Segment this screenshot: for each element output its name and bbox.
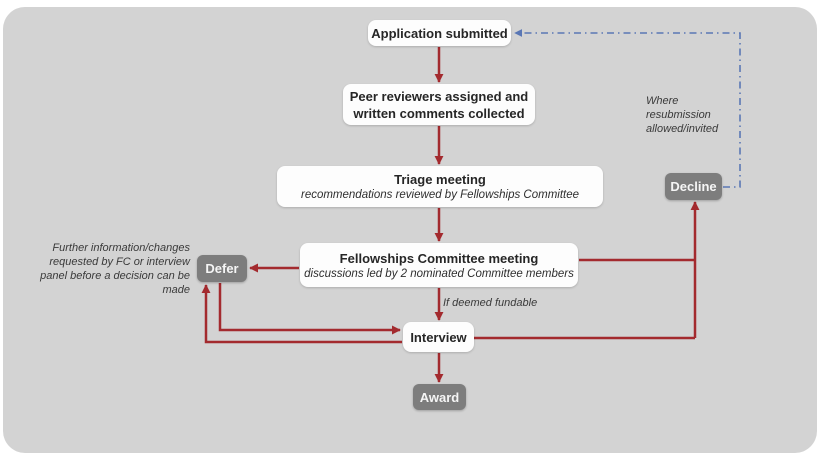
node-subtitle: recommendations reviewed by Fellowships … [300,189,580,201]
node-award: Award [413,384,466,410]
annotation-resubmission-note: Where resubmission allowed/invited [646,95,719,135]
node-title: Triage meeting [394,172,486,187]
node-interview: Interview [403,322,474,352]
node-label: Defer [205,261,239,276]
node-title: Fellowships Committee meeting [339,250,539,266]
node-label: Interview [410,329,467,345]
diagram-panel [3,7,817,453]
node-label: Peer reviewers assigned and written comm… [349,88,529,121]
node-peer-reviewers: Peer reviewers assigned and written comm… [343,84,535,125]
node-application-submitted: Application submitted [368,20,511,46]
node-label: Application submitted [371,25,508,41]
node-label: Award [419,389,460,405]
node-defer: Defer [197,255,247,282]
node-fellowships-committee-meeting: Fellowships Committee meeting discussion… [300,243,578,287]
node-decline: Decline [665,173,722,200]
node-label: Decline [670,179,717,194]
annotation-if-deemed-fundable: If deemed fundable [443,297,538,309]
node-subtitle: discussions led by 2 nominated Committee… [304,267,574,280]
node-triage-meeting: Triage meeting recommendations reviewed … [277,166,603,207]
annotation-defer-note: Further information/changes requested by… [40,242,190,296]
